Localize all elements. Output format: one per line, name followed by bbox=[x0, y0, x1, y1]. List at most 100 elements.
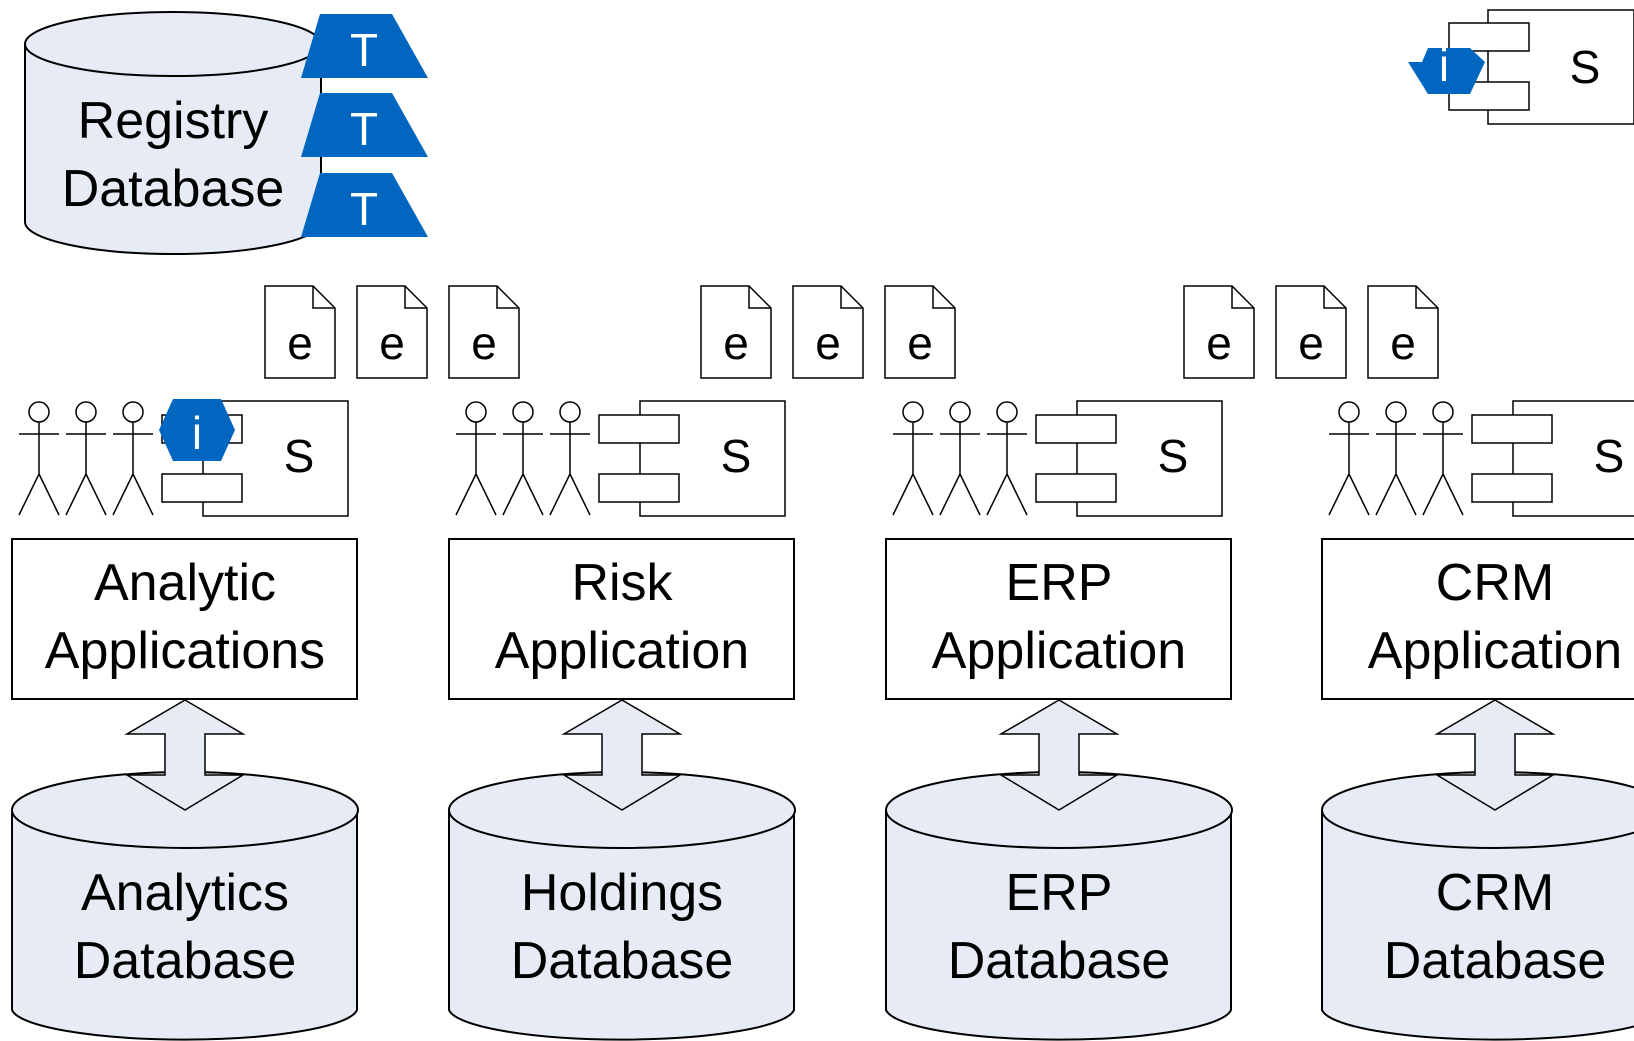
application-name-line1: Risk bbox=[571, 554, 673, 612]
application-name-line2: Applications bbox=[45, 622, 325, 680]
bidirectional-arrow bbox=[998, 699, 1120, 811]
event-label: e bbox=[815, 317, 841, 369]
application-name-line1: CRM bbox=[1436, 554, 1554, 612]
database-name-line1: CRM bbox=[1436, 864, 1554, 922]
info-icon bbox=[159, 399, 235, 461]
document-icon bbox=[448, 285, 520, 379]
document-icon bbox=[700, 285, 772, 379]
table-shape bbox=[301, 173, 428, 237]
service-port bbox=[598, 473, 680, 503]
database-body bbox=[885, 810, 1232, 1041]
database-name-line2: Database bbox=[1384, 932, 1607, 990]
service-label: S bbox=[284, 430, 315, 482]
event-label: e bbox=[287, 317, 313, 369]
service-port bbox=[1471, 473, 1553, 503]
event-document: e bbox=[356, 285, 428, 379]
registry-database-line1: Registry bbox=[78, 92, 269, 150]
table-icons: T T T bbox=[301, 14, 428, 237]
document-icon bbox=[1183, 285, 1255, 379]
document-icon bbox=[1367, 285, 1439, 379]
registry-database-top bbox=[24, 11, 322, 77]
application-box: ERP Application bbox=[885, 538, 1232, 700]
table-shape bbox=[301, 14, 428, 78]
bidirectional-arrow bbox=[1434, 699, 1556, 811]
database-cylinder: CRM Database bbox=[1321, 771, 1634, 1041]
service-component: S bbox=[598, 400, 786, 517]
event-document: e bbox=[792, 285, 864, 379]
database-name-line2: Database bbox=[511, 932, 734, 990]
event-label: e bbox=[379, 317, 405, 369]
event-label: e bbox=[1206, 317, 1232, 369]
document-fold bbox=[932, 286, 955, 309]
service-port bbox=[1035, 414, 1117, 444]
service-port bbox=[1035, 473, 1117, 503]
user-icon bbox=[112, 401, 154, 516]
user-icon bbox=[1375, 401, 1417, 516]
user-icon bbox=[18, 401, 60, 516]
document-fold bbox=[748, 286, 771, 309]
document-fold bbox=[496, 286, 519, 309]
database-name-line1: Analytics bbox=[81, 864, 289, 922]
database-name-line2: Database bbox=[74, 932, 297, 990]
application-name-line1: Analytic bbox=[94, 554, 276, 612]
application-name-line2: Application bbox=[932, 622, 1186, 680]
event-document: e bbox=[264, 285, 336, 379]
service-label: S bbox=[1570, 41, 1601, 93]
info-icon-label: i bbox=[192, 407, 202, 459]
user-icon bbox=[502, 401, 544, 516]
document-icon bbox=[1275, 285, 1347, 379]
database-name-line2: Database bbox=[948, 932, 1171, 990]
info-icon bbox=[1408, 48, 1485, 94]
info-icon-label: i bbox=[1439, 39, 1449, 91]
application-box: CRM Application bbox=[1321, 538, 1634, 700]
document-fold bbox=[1231, 286, 1254, 309]
event-document: e bbox=[884, 285, 956, 379]
application-frame bbox=[885, 538, 1232, 700]
document-icon bbox=[792, 285, 864, 379]
registry-database: Registry Database bbox=[24, 11, 322, 255]
application-name-line2: Application bbox=[1368, 622, 1622, 680]
event-label: e bbox=[471, 317, 497, 369]
event-label: e bbox=[1390, 317, 1416, 369]
document-icon bbox=[356, 285, 428, 379]
database-body bbox=[448, 810, 795, 1041]
service-port bbox=[1448, 22, 1530, 52]
service-port bbox=[161, 473, 243, 503]
document-fold bbox=[1323, 286, 1346, 309]
document-fold bbox=[1415, 286, 1438, 309]
document-fold bbox=[312, 286, 335, 309]
document-icon bbox=[264, 285, 336, 379]
application-frame bbox=[1321, 538, 1634, 700]
table-label: T bbox=[350, 24, 378, 76]
service-badge-top-right: i S bbox=[1408, 9, 1634, 125]
service-label: S bbox=[1594, 430, 1625, 482]
event-document: e bbox=[448, 285, 520, 379]
document-fold bbox=[404, 286, 427, 309]
service-port bbox=[598, 414, 680, 444]
event-label: e bbox=[907, 317, 933, 369]
service-component: S bbox=[1035, 400, 1223, 517]
bidirectional-arrow bbox=[124, 699, 246, 811]
application-name-line1: ERP bbox=[1006, 554, 1113, 612]
user-icon bbox=[1328, 401, 1370, 516]
event-document: e bbox=[700, 285, 772, 379]
database-name-line1: Holdings bbox=[521, 864, 723, 922]
user-icon bbox=[939, 401, 981, 516]
user-icon bbox=[986, 401, 1028, 516]
user-icon bbox=[549, 401, 591, 516]
table-shape bbox=[301, 93, 428, 157]
